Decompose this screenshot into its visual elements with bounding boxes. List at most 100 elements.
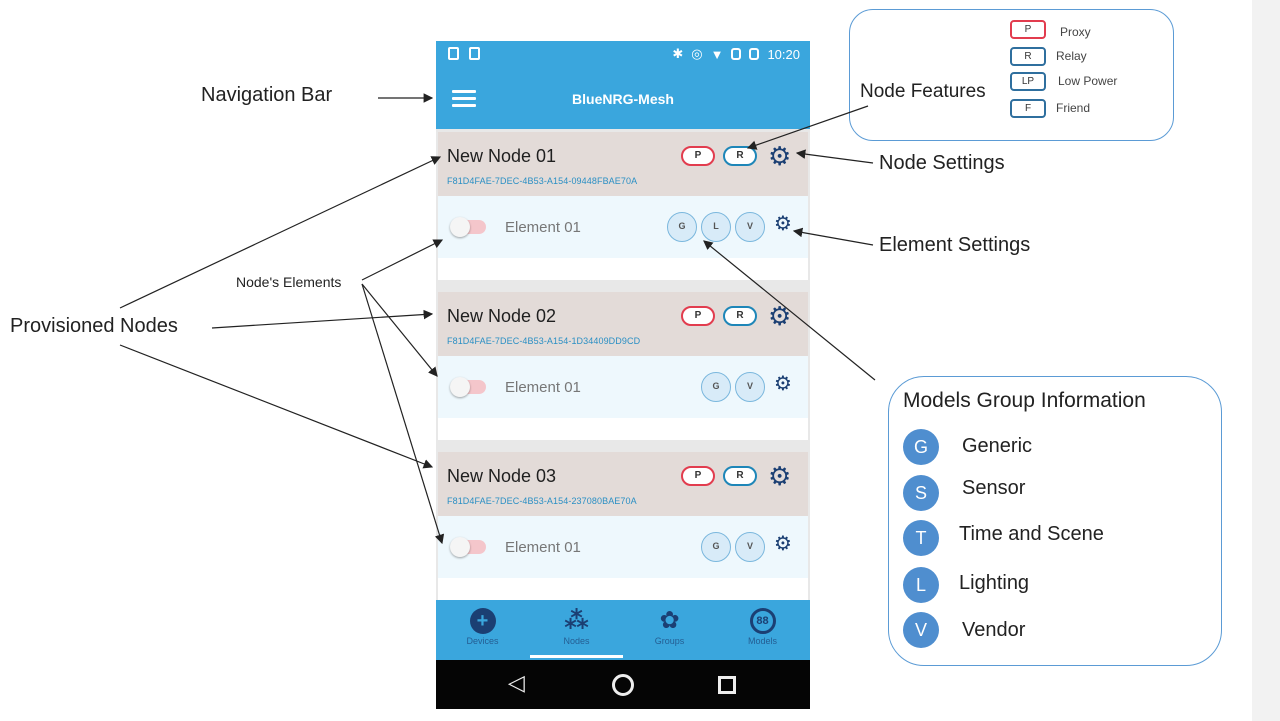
- legend-lowpower-text: Low Power: [1058, 74, 1118, 88]
- node-name: New Node 01: [447, 146, 557, 166]
- element-settings-gear-icon[interactable]: ⚙: [774, 533, 792, 555]
- model-badge-vendor[interactable]: V: [735, 532, 765, 562]
- model-badge-generic[interactable]: G: [667, 212, 697, 242]
- element-name: Element 01: [505, 219, 581, 236]
- node-header[interactable]: New Node 02 F81D4FAE-7DEC-4B53-A154-1D34…: [438, 292, 808, 356]
- element-row[interactable]: Element 01 G L V ⚙: [438, 196, 808, 258]
- legend-proxy-badge: P: [1010, 20, 1046, 39]
- model-sensor-label: Sensor: [962, 477, 1026, 499]
- right-margin-strip: [1252, 0, 1280, 721]
- proxy-feature-badge: P: [681, 146, 715, 166]
- active-tab-indicator: [530, 655, 623, 658]
- element-toggle[interactable]: [450, 377, 486, 397]
- image-icon: [469, 47, 480, 60]
- label-node-features: Node Features: [860, 81, 986, 102]
- nav-devices[interactable]: + Devices: [436, 600, 529, 660]
- back-icon[interactable]: ◁: [508, 670, 525, 695]
- navigation-bar: BlueNRG-Mesh: [436, 69, 810, 129]
- model-generic-circle: G: [903, 429, 939, 465]
- groups-icon: ✿: [659, 607, 680, 634]
- node-card-1[interactable]: New Node 01 F81D4FAE-7DEC-4B53-A154-0944…: [438, 132, 808, 280]
- element-settings-gear-icon[interactable]: ⚙: [774, 373, 792, 395]
- phone-screen: ✱ ◎ ▼ 10:20 BlueNRG-Mesh New Node 01 F81…: [436, 41, 810, 709]
- wifi-icon: ▼: [710, 46, 724, 62]
- relay-feature-badge: R: [723, 306, 757, 326]
- node-uuid: F81D4FAE-7DEC-4B53-A154-1D34409DD9CD: [447, 336, 641, 346]
- nodes-icon: ⁂: [564, 607, 589, 634]
- node-features-callout: Node Features P Proxy R Relay LP Low Pow…: [849, 9, 1174, 141]
- recents-icon[interactable]: [718, 676, 736, 694]
- legend-relay-badge: R: [1010, 47, 1046, 66]
- node-name: New Node 02: [447, 306, 557, 326]
- node-card-3[interactable]: New Node 03 F81D4FAE-7DEC-4B53-A154-2370…: [438, 452, 808, 600]
- legend-proxy-text: Proxy: [1060, 25, 1091, 39]
- node-card-2[interactable]: New Node 02 F81D4FAE-7DEC-4B53-A154-1D34…: [438, 292, 808, 440]
- arrow-element-3: [361, 283, 445, 545]
- element-name: Element 01: [505, 379, 581, 396]
- battery-icon: [749, 48, 760, 60]
- model-badge-vendor[interactable]: V: [735, 372, 765, 402]
- model-lighting-circle: L: [903, 567, 939, 603]
- element-row[interactable]: Element 01 G V ⚙: [438, 356, 808, 418]
- proxy-feature-badge: P: [681, 306, 715, 326]
- status-time: 10:20: [767, 46, 800, 62]
- system-navigation-bar: ◁: [436, 660, 810, 709]
- sim-icon: [448, 47, 459, 60]
- node-uuid: F81D4FAE-7DEC-4B53-A154-09448FBAE70A: [447, 176, 638, 186]
- proxy-feature-badge: P: [681, 466, 715, 486]
- model-sensor-circle: S: [903, 475, 939, 511]
- add-icon: +: [469, 608, 496, 634]
- label-nodes-elements: Node's Elements: [236, 274, 342, 290]
- element-name: Element 01: [505, 539, 581, 556]
- nav-nodes[interactable]: ⁂ Nodes: [530, 600, 623, 660]
- legend-relay-text: Relay: [1056, 49, 1087, 63]
- nav-label: Groups: [654, 636, 685, 646]
- vibrate-icon: ◎: [691, 46, 703, 61]
- element-settings-gear-icon[interactable]: ⚙: [774, 213, 792, 235]
- node-settings-gear-icon[interactable]: ⚙: [768, 301, 792, 331]
- model-time-scene-label: Time and Scene: [959, 523, 1104, 545]
- relay-feature-badge: R: [723, 466, 757, 486]
- node-uuid: F81D4FAE-7DEC-4B53-A154-237080BAE70A: [447, 496, 637, 506]
- node-header[interactable]: New Node 03 F81D4FAE-7DEC-4B53-A154-2370…: [438, 452, 808, 516]
- signal-icon: [731, 48, 742, 60]
- arrow-element-2: [361, 283, 438, 377]
- bottom-navigation: + Devices ⁂ Nodes ✿ Groups 88 Models: [436, 600, 810, 660]
- model-badge-vendor[interactable]: V: [735, 212, 765, 242]
- node-header[interactable]: New Node 01 F81D4FAE-7DEC-4B53-A154-0944…: [438, 132, 808, 196]
- app-title: BlueNRG-Mesh: [572, 91, 674, 107]
- element-toggle[interactable]: [450, 217, 486, 237]
- node-name: New Node 03: [447, 466, 557, 486]
- model-generic-label: Generic: [962, 435, 1033, 457]
- model-badge-generic[interactable]: G: [701, 532, 731, 562]
- models-icon: 88: [749, 608, 776, 634]
- node-settings-gear-icon[interactable]: ⚙: [768, 141, 792, 171]
- status-bar: ✱ ◎ ▼ 10:20: [436, 41, 810, 69]
- hamburger-icon[interactable]: [452, 90, 476, 108]
- label-node-settings: Node Settings: [879, 152, 1005, 174]
- element-toggle[interactable]: [450, 537, 486, 557]
- model-badge-lighting[interactable]: L: [701, 212, 731, 242]
- label-provisioned-nodes: Provisioned Nodes: [10, 315, 178, 337]
- arrow-provisioned-node-2: [211, 309, 434, 329]
- model-badge-generic[interactable]: G: [701, 372, 731, 402]
- label-element-settings: Element Settings: [879, 234, 1031, 256]
- element-row[interactable]: Element 01 G V ⚙: [438, 516, 808, 578]
- legend-friend-badge: F: [1010, 99, 1046, 118]
- legend-lowpower-badge: LP: [1010, 72, 1046, 91]
- legend-friend-text: Friend: [1056, 101, 1091, 115]
- arrow-element-1: [361, 239, 444, 281]
- arrow-provisioned-node-3: [119, 344, 434, 469]
- bluetooth-icon: ✱: [672, 46, 684, 61]
- home-icon[interactable]: [612, 674, 634, 696]
- nav-models[interactable]: 88 Models: [716, 600, 809, 660]
- nav-label: Nodes: [563, 636, 590, 646]
- model-lighting-label: Lighting: [959, 572, 1030, 594]
- nav-groups[interactable]: ✿ Groups: [623, 600, 716, 660]
- model-time-scene-circle: T: [903, 520, 939, 556]
- model-vendor-label: Vendor: [962, 619, 1026, 641]
- models-group-title: Models Group Information: [903, 389, 1146, 412]
- model-vendor-circle: V: [903, 612, 939, 648]
- models-group-callout: Models Group Information G Generic S Sen…: [888, 376, 1222, 666]
- node-settings-gear-icon[interactable]: ⚙: [768, 461, 792, 491]
